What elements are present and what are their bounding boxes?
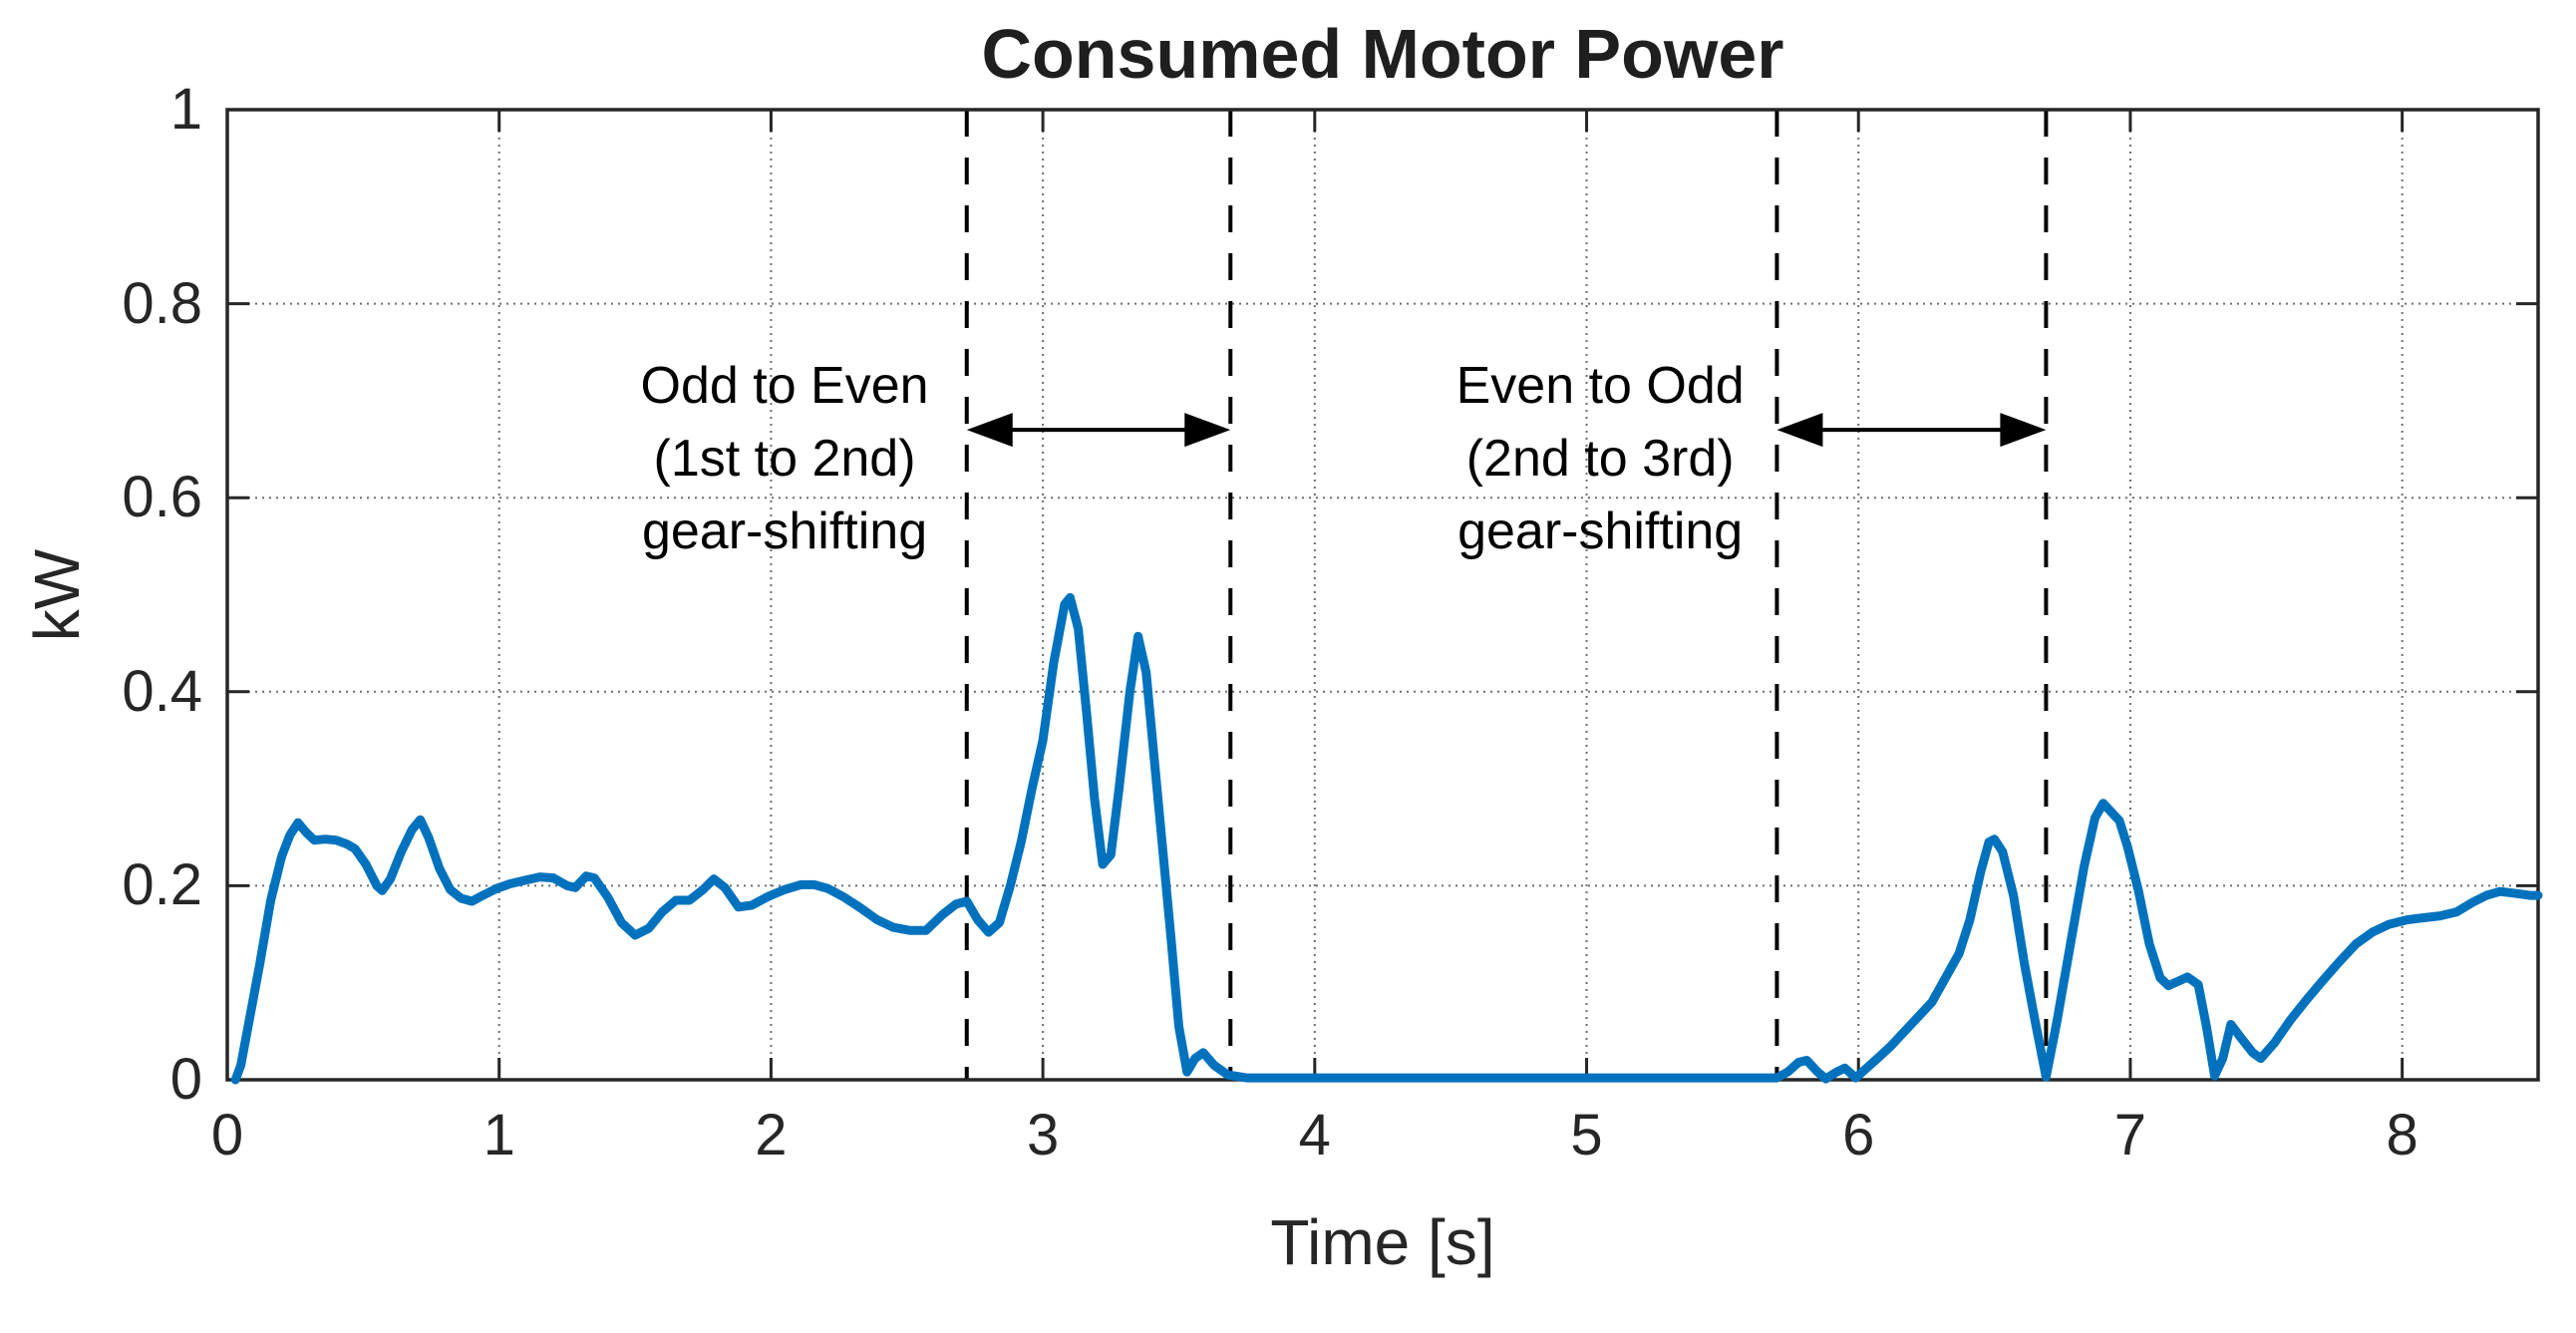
arrow-head-left: [1776, 413, 1823, 448]
annotation-even-to-odd: Even to Odd (2nd to 3rd) gear-shifting: [1456, 350, 1745, 568]
x-axis-label: Time [s]: [1270, 1206, 1495, 1278]
y-tick-label: 0: [169, 1047, 202, 1112]
arrow-head-left: [966, 413, 1013, 448]
y-tick-label: 0.6: [122, 465, 202, 530]
data-line-consumed-motor-power: [230, 592, 2543, 1085]
x-tick-label: 0: [210, 1103, 244, 1167]
y-axis-label: kW: [21, 548, 93, 642]
x-tick-label: 8: [2386, 1103, 2418, 1167]
x-tick-label: 7: [2113, 1103, 2147, 1167]
chart-title: Consumed Motor Power: [981, 15, 1784, 93]
y-tick-label: 0.2: [122, 852, 202, 918]
x-tick-label: 5: [1570, 1103, 1603, 1167]
x-tick-label: 2: [755, 1103, 788, 1167]
annotation-line: gear-shifting: [641, 502, 928, 561]
x-tick-label: 1: [483, 1103, 515, 1167]
y-tick-label: 0.8: [122, 270, 202, 336]
annotation-line: (2nd to 3rd): [1465, 430, 1735, 489]
y-tick-label: 1: [169, 77, 202, 142]
annotation-odd-to-even: Odd to Even (1st to 2nd) gear-shifting: [641, 350, 929, 568]
annotation-line: gear-shifting: [1457, 502, 1744, 561]
arrow-head-right: [2000, 413, 2047, 448]
axes-border: [225, 108, 2540, 1082]
x-tick-label: 4: [1298, 1103, 1331, 1167]
annotation-line: Even to Odd: [1455, 357, 1745, 416]
x-tick-label: 6: [1842, 1103, 1875, 1167]
arrow-head-right: [1184, 413, 1231, 448]
annotation-line: Odd to Even: [640, 357, 929, 416]
y-tick-label: 0.4: [122, 658, 202, 724]
annotation-line: (1st to 2nd): [653, 430, 916, 489]
x-tick-label: 3: [1026, 1103, 1060, 1167]
